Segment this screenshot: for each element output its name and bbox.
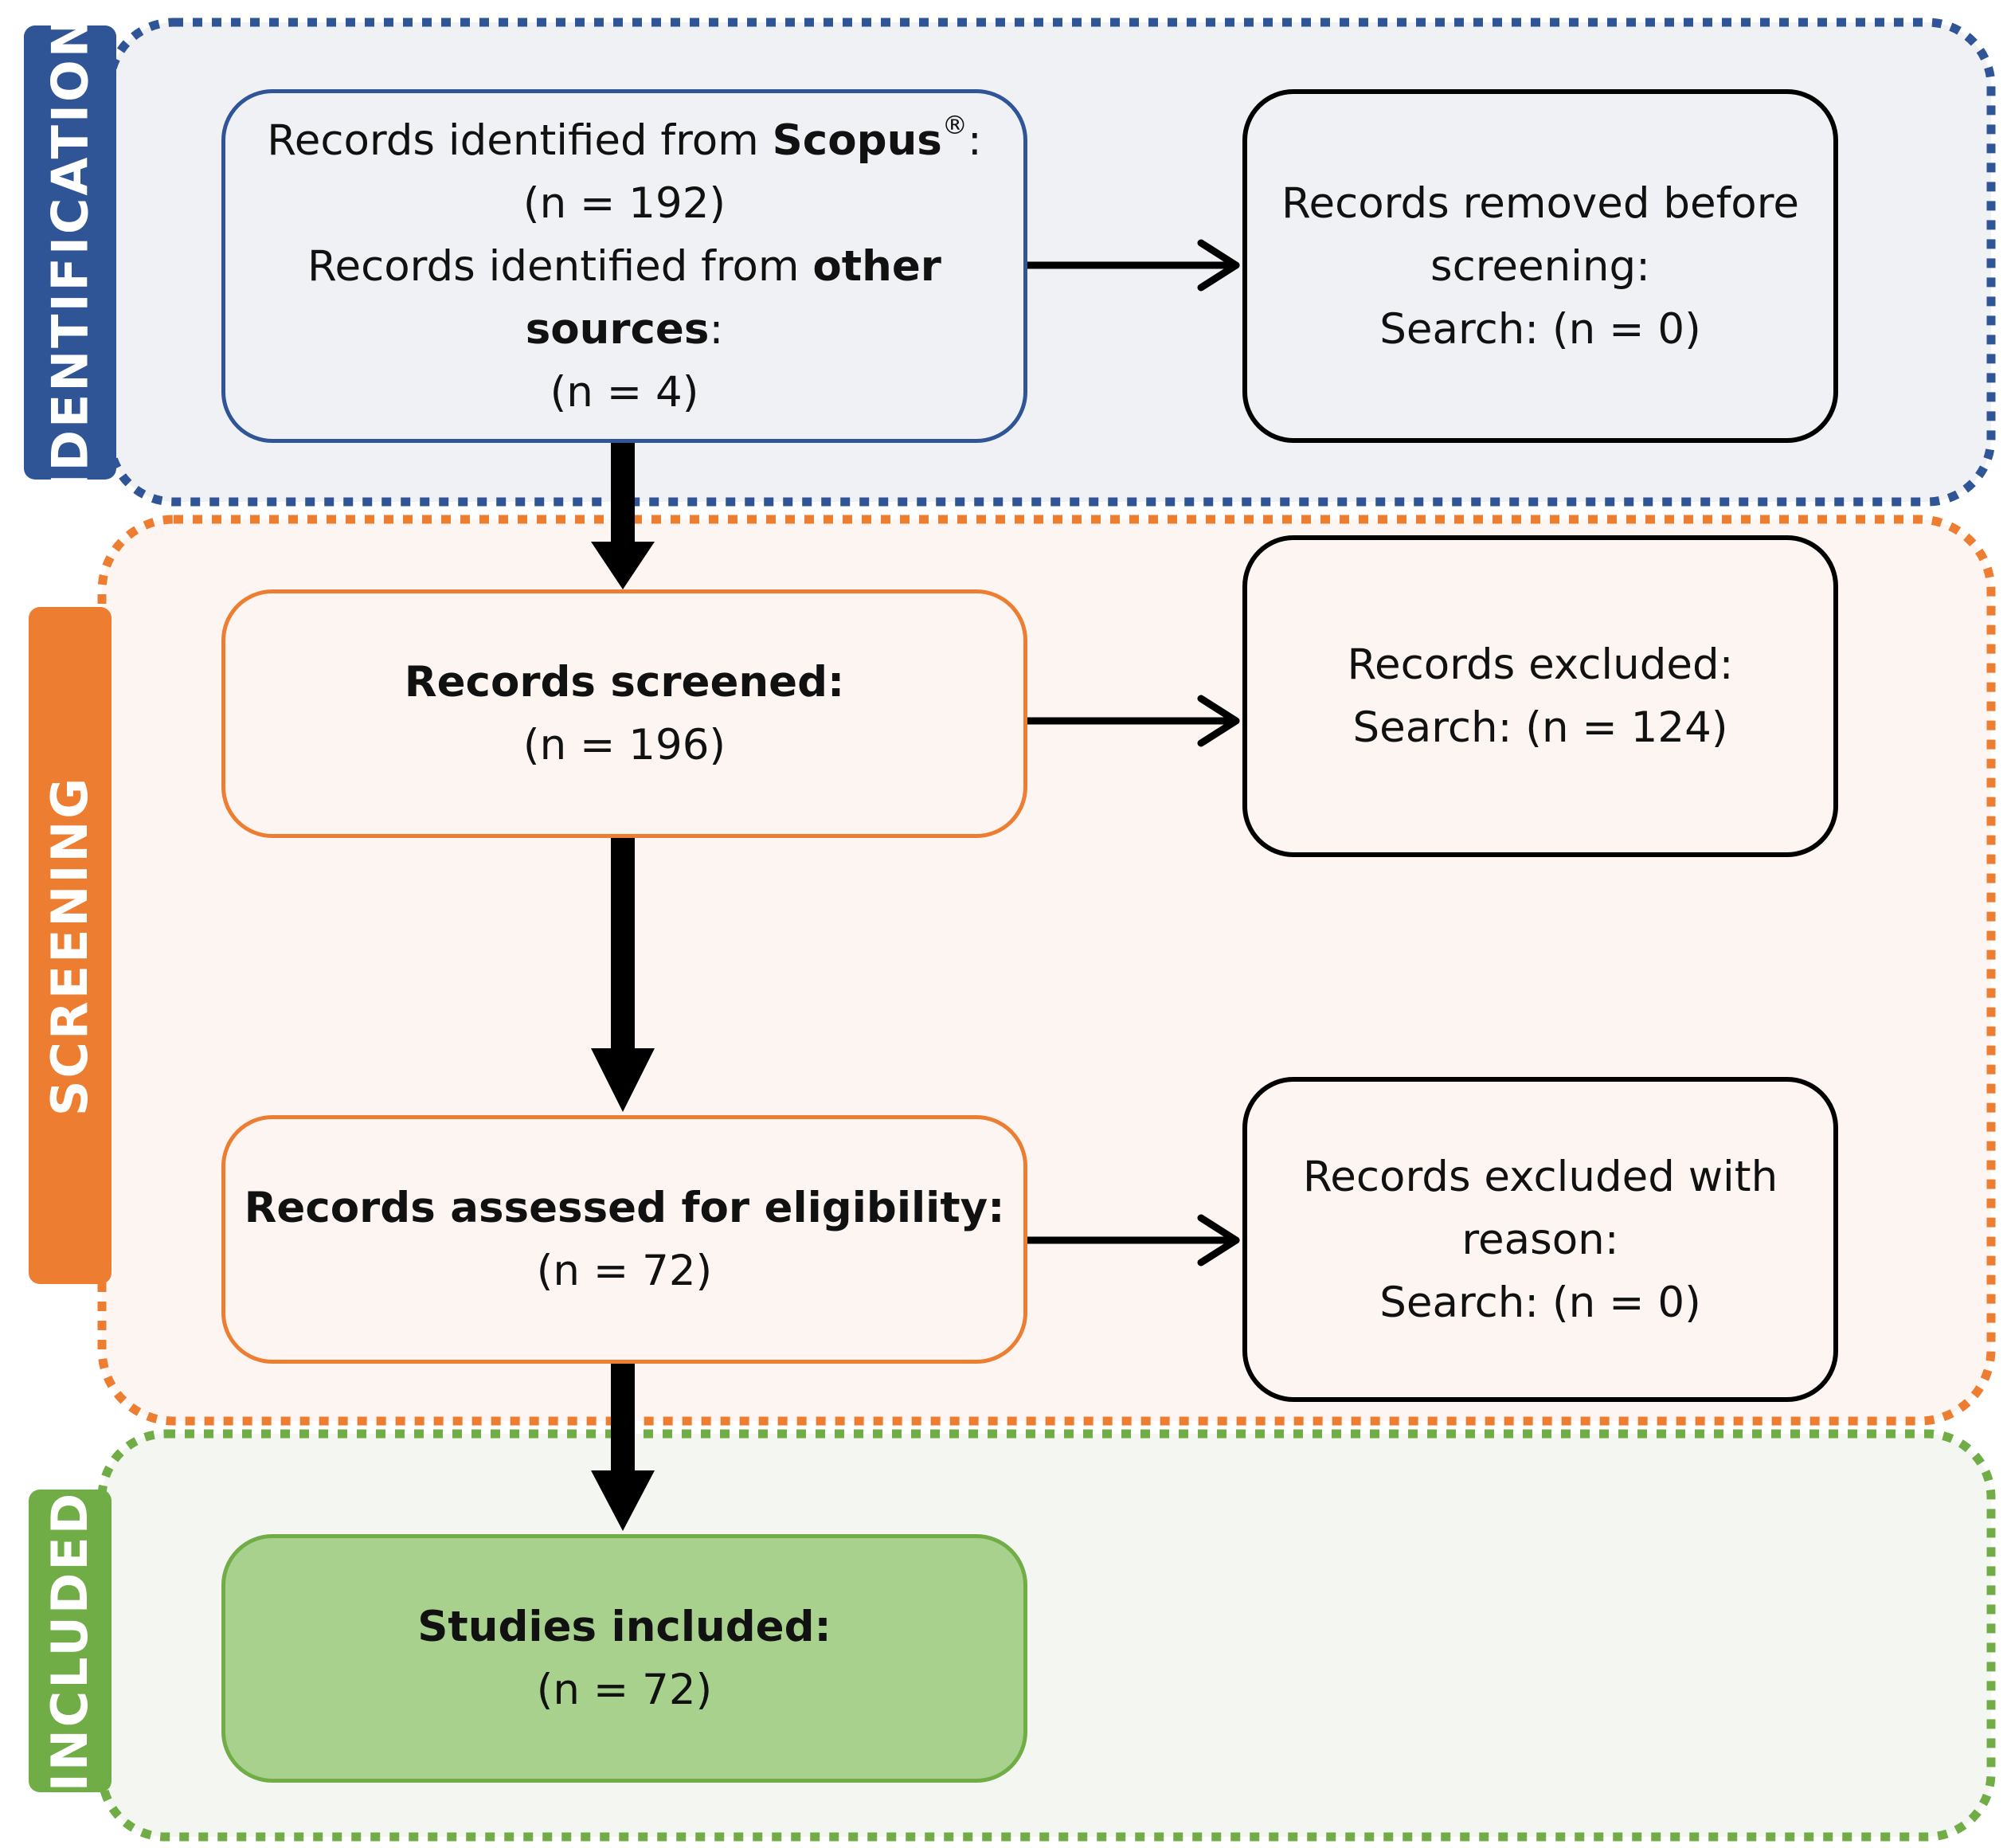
studies-included-title: Studies included: xyxy=(417,1603,831,1651)
arrow-screened-to-eligibility xyxy=(591,838,655,1112)
stage-label-identification-text: IDENTIFICATION xyxy=(41,13,100,492)
records-eligibility-count: (n = 72) xyxy=(536,1247,713,1295)
records-screened-count: (n = 196) xyxy=(522,721,726,769)
records-excluded-reason-line1: Records excluded with xyxy=(1302,1152,1778,1201)
arrow-eligibility-to-excluded-reason xyxy=(1023,1214,1240,1267)
records-screened-box: Records screened: (n = 196) xyxy=(221,589,1027,838)
records-identified-scopus-line: Records identified from Scopus®: xyxy=(267,109,981,172)
registered-mark: ® xyxy=(941,109,968,140)
records-excluded-box: Records excluded: Search: (n = 124) xyxy=(1242,535,1838,857)
studies-included-box: Studies included: (n = 72) xyxy=(221,1534,1027,1783)
stage-label-screening: SCREENING xyxy=(29,607,111,1284)
identified-other-prefix: Records identified from xyxy=(307,241,813,291)
stage-label-identification: IDENTIFICATION xyxy=(24,14,116,491)
records-identified-scopus-count: (n = 192) xyxy=(522,178,726,228)
records-removed-box: Records removed before screening: Search… xyxy=(1242,89,1838,443)
records-identified-box: Records identified from Scopus®: (n = 19… xyxy=(221,89,1027,443)
sources-word: sources xyxy=(525,304,710,354)
records-eligibility-box: Records assessed for eligibility: (n = 7… xyxy=(221,1115,1027,1364)
arrow-identified-to-removed xyxy=(1023,239,1240,292)
identified-scopus-prefix: Records identified from xyxy=(267,116,773,165)
records-excluded-line1: Records excluded: xyxy=(1347,640,1734,689)
records-eligibility-title: Records assessed for eligibility: xyxy=(244,1184,1005,1232)
records-removed-line2: screening: xyxy=(1430,241,1650,291)
records-identified-other-count: (n = 4) xyxy=(550,367,699,417)
other-source-word: other xyxy=(812,241,941,291)
records-removed-line1: Records removed before xyxy=(1281,178,1799,228)
scopus-source-name: Scopus xyxy=(772,116,942,165)
arrow-screened-to-excluded xyxy=(1023,695,1240,747)
records-identified-sources-line: sources: xyxy=(526,298,724,361)
records-excluded-reason-count: Search: (n = 0) xyxy=(1379,1278,1701,1327)
records-identified-other-line: Records identified from other xyxy=(307,235,941,298)
studies-included-count: (n = 72) xyxy=(536,1666,713,1714)
arrow-identified-to-screened xyxy=(591,443,655,589)
records-excluded-count: Search: (n = 124) xyxy=(1352,703,1728,752)
stage-label-screening-text: SCREENING xyxy=(41,775,100,1116)
sources-suffix: : xyxy=(709,304,724,354)
identified-scopus-suffix: : xyxy=(967,116,982,165)
stage-label-included: INCLUDED xyxy=(29,1490,111,1792)
records-excluded-reason-box: Records excluded with reason: Search: (n… xyxy=(1242,1077,1838,1402)
stage-label-included-text: INCLUDED xyxy=(41,1490,100,1791)
records-excluded-reason-line2: reason: xyxy=(1461,1215,1619,1264)
arrow-eligibility-to-included xyxy=(591,1364,655,1531)
records-screened-title: Records screened: xyxy=(404,658,845,707)
records-removed-count: Search: (n = 0) xyxy=(1379,304,1701,354)
